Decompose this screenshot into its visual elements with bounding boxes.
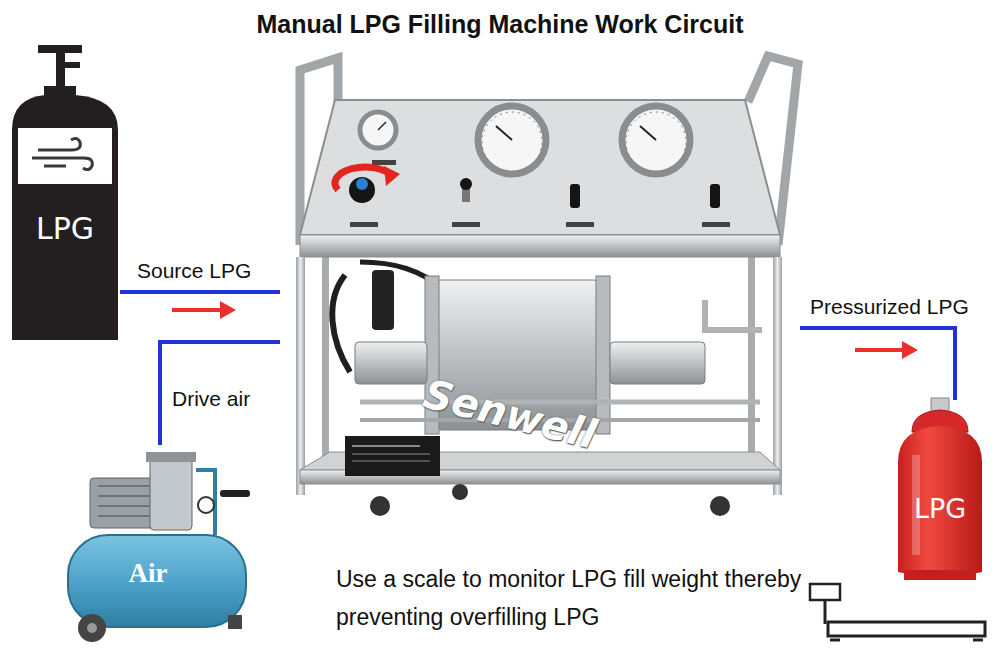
node-label: Air xyxy=(98,559,198,589)
edge-label: Drive air xyxy=(172,386,250,411)
weighing-scale-part xyxy=(824,600,827,624)
filling-machine-part xyxy=(384,166,400,186)
edge-label: Pressurized LPG xyxy=(810,294,969,319)
gas-cylinder: LPG xyxy=(895,400,1000,580)
filling-machine-part xyxy=(296,257,305,495)
source-cylinder xyxy=(12,45,118,340)
air-compressor-part xyxy=(98,515,152,517)
filling-machine-part xyxy=(356,178,368,190)
weighing-scale-part xyxy=(828,622,985,636)
air-compressor: Air xyxy=(60,445,250,645)
filling-machine-part xyxy=(710,496,730,516)
filling-machine-part xyxy=(322,250,329,465)
air-compressor-part xyxy=(87,623,97,633)
weighing-scale-part xyxy=(973,639,983,642)
source-cylinder-part xyxy=(38,138,80,150)
filling-machine-part xyxy=(478,106,546,174)
pipe-connector xyxy=(120,292,280,319)
air-compressor-part xyxy=(196,470,215,535)
filling-machine-part xyxy=(748,250,755,465)
filling-machine-part xyxy=(300,235,780,257)
filling-machine-part xyxy=(622,106,690,174)
filling-machine-part xyxy=(710,184,720,208)
air-compressor-part xyxy=(198,497,214,513)
filling-machine-part xyxy=(372,270,394,330)
target-cylinder-part xyxy=(904,570,976,580)
weighing-scale-part xyxy=(810,584,840,600)
air-compressor-part xyxy=(78,614,106,642)
filling-machine-part xyxy=(335,167,392,190)
filling-machine-part xyxy=(350,222,378,227)
filling-machine-part xyxy=(332,275,350,372)
filling-machine-part xyxy=(378,122,386,130)
filling-machine-part xyxy=(355,342,427,384)
filling-machine-part xyxy=(626,112,686,160)
air-compressor-part xyxy=(146,452,196,462)
flow-arrowhead xyxy=(902,341,918,359)
node-label: LPG xyxy=(10,212,120,245)
filling-machine-part xyxy=(482,112,542,160)
filling-machine-part xyxy=(702,222,730,227)
air-compressor-part xyxy=(98,505,152,507)
filling-machine-part xyxy=(610,342,705,384)
node-label: LPG xyxy=(895,494,985,524)
air-compressor-part xyxy=(228,615,242,629)
source-cylinder-part xyxy=(32,158,92,170)
air-compressor-part xyxy=(98,495,152,497)
node-label: Senwell xyxy=(398,366,622,462)
pipe-connector xyxy=(160,342,280,445)
edge-label: Source LPG xyxy=(137,258,251,283)
filling-machine-part xyxy=(360,112,396,148)
air-compressor-part xyxy=(98,485,152,487)
source-cylinder-part xyxy=(44,165,66,168)
filling-machine-part xyxy=(300,100,780,235)
pipe-line xyxy=(120,290,280,294)
filling-machine-part xyxy=(460,178,472,190)
caption-note: Use a scale to monitor LPG fill weight t… xyxy=(336,560,806,636)
flow-arrow xyxy=(172,308,223,312)
filling-machine-part xyxy=(345,436,440,476)
air-compressor-part xyxy=(150,455,192,530)
filling-machine-part xyxy=(452,222,480,227)
filling-machine-part xyxy=(352,445,420,447)
filling-machine-part xyxy=(705,300,762,330)
air-compressor-part xyxy=(220,490,250,497)
filling-machine-part xyxy=(352,460,430,462)
pipe-connector xyxy=(800,328,955,400)
filling-machine-part xyxy=(349,177,375,203)
filling-machine-part xyxy=(352,453,430,455)
filling-machine xyxy=(296,56,798,516)
source-cylinder-part xyxy=(18,128,112,184)
filling-machine-part xyxy=(496,126,512,140)
filling-machine-part xyxy=(370,496,390,516)
filling-machine-part xyxy=(372,160,396,165)
source-cylinder-part xyxy=(38,45,82,53)
filling-machine-part xyxy=(596,276,610,434)
filling-machine-part xyxy=(640,126,656,140)
weighing-scale xyxy=(810,584,985,640)
pipe-line xyxy=(800,328,955,400)
filling-machine-part xyxy=(462,188,470,202)
air-compressor xyxy=(68,452,250,642)
filling-machine: Senwell xyxy=(280,60,800,500)
source-cylinder-part xyxy=(64,62,80,68)
filling-machine-part xyxy=(452,484,468,500)
pipe-line xyxy=(160,342,280,445)
gas-cylinder: LPG xyxy=(10,78,120,340)
flow-arrowhead xyxy=(220,301,236,319)
weighing-scale-part xyxy=(830,639,840,642)
air-compressor-part xyxy=(68,535,246,627)
target-cylinder xyxy=(898,398,982,580)
filling-machine-part xyxy=(570,184,580,208)
filling-machine-part xyxy=(773,257,782,495)
source-cylinder-part xyxy=(44,86,76,96)
flow-arrow xyxy=(855,348,905,352)
filling-machine-part xyxy=(566,222,594,227)
diagram-title: Manual LPG Filling Machine Work Circuit xyxy=(0,10,1000,39)
